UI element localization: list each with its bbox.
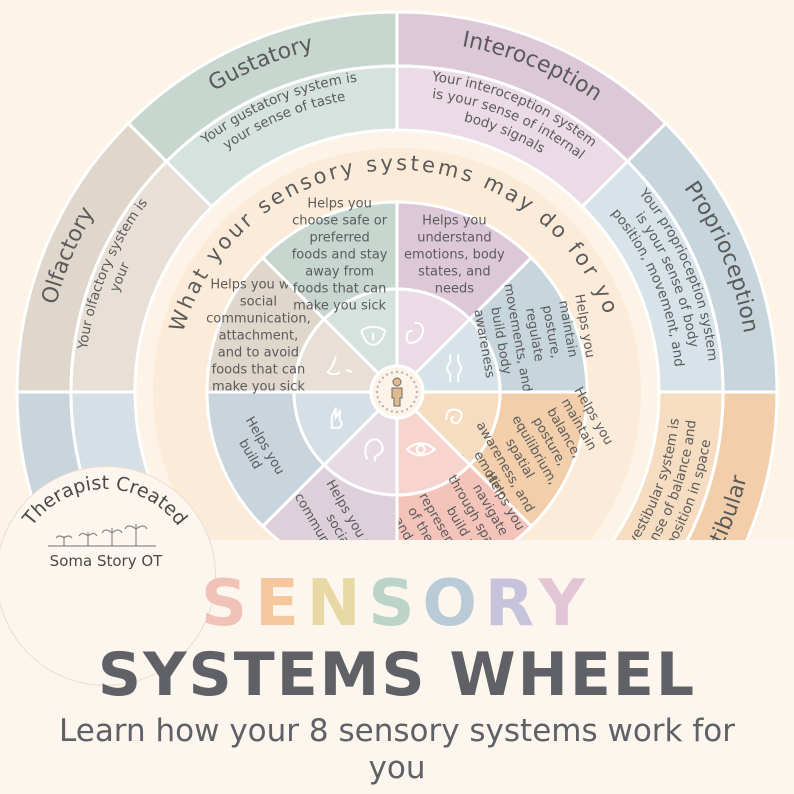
badge-top-text: Therapist Created: [18, 472, 192, 531]
title-systems-wheel: SYSTEMS WHEEL: [97, 640, 697, 710]
title-letter: E: [255, 567, 307, 641]
title-letter: O: [422, 567, 485, 641]
title-letter: S: [201, 567, 256, 641]
title-sensory: SENSORY: [0, 572, 794, 636]
therapist-badge: Therapist Created Soma Story OT: [0, 466, 216, 686]
svg-text:Therapist Created: Therapist Created: [18, 472, 192, 531]
badge-circle: [0, 466, 216, 686]
nose-icon: [326, 356, 353, 376]
badge-arc-text: Therapist Created: [18, 472, 192, 547]
inner-ear-icon: [445, 408, 463, 425]
title-letter: S: [368, 567, 423, 641]
desc-band-gustatory: [164, 64, 399, 209]
eye-icon: [405, 442, 437, 457]
does-text-proprioception: Helps youmaintainposture,regulatemovemen…: [467, 271, 601, 399]
person-icon: [391, 377, 403, 407]
joint-icon: [446, 354, 463, 383]
seedlings-icon: [48, 524, 156, 547]
title-letter: Y: [538, 567, 593, 641]
hand-icon: [330, 407, 343, 429]
center-dots: [375, 370, 419, 414]
title-letter: N: [306, 567, 369, 641]
title-letter: R: [484, 567, 539, 641]
does-text: Helps youmaintainposture,regulatemovemen…: [467, 271, 601, 399]
badge-name: Soma Story OT: [49, 552, 163, 570]
subtitle: Learn how your 8 sensory systems work fo…: [59, 713, 735, 786]
ear-icon: [364, 438, 384, 462]
tongue-icon: [360, 325, 387, 346]
stomach-icon: [405, 321, 425, 345]
